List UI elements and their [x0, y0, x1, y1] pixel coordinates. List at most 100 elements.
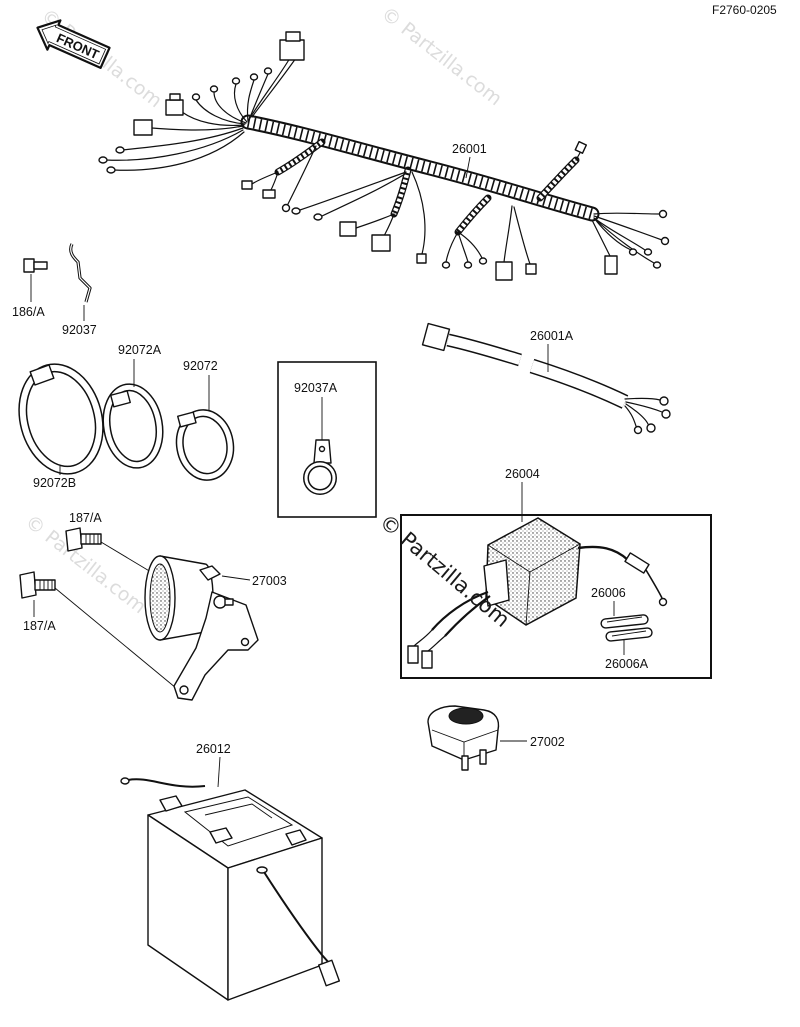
bolt-thread [39, 580, 53, 590]
regulator-wire [413, 629, 433, 647]
part-number-label: 92037 [62, 323, 97, 337]
battery-lead-connector [317, 959, 341, 987]
bolt-shank [33, 261, 48, 270]
harness-wire [513, 206, 531, 265]
sub-harness-26001A: 26001A [421, 322, 671, 435]
clip-92037: 92037 [62, 243, 97, 337]
fuse-element [606, 616, 643, 623]
harness-terminal [643, 248, 653, 256]
band-outline [18, 363, 104, 475]
bolt-shank [34, 579, 56, 591]
ring-terminal [633, 425, 643, 435]
wiring-harness-26001: 26001 [98, 31, 670, 281]
watermark: © Partzilla.com [377, 3, 506, 111]
band-92072B: 92072B [18, 363, 104, 490]
ring-terminal [661, 409, 671, 419]
part-number-label: 92072A [118, 343, 162, 357]
battery-cap [256, 866, 268, 874]
sub-harness-wire [624, 405, 637, 427]
horn-27003: 27003 [144, 555, 287, 701]
harness-terminal [463, 261, 473, 269]
harness-wire [248, 73, 269, 121]
harness-connector [416, 253, 427, 264]
bracket-hole [179, 685, 189, 695]
harness-wire [251, 57, 297, 118]
regulator-connector [421, 650, 433, 669]
front-arrow-inner [41, 24, 107, 65]
harness-terminal [98, 156, 108, 164]
band-buckle [177, 411, 197, 428]
bolt-head [65, 527, 83, 552]
leader-line [217, 756, 221, 788]
sub-harness-connector [421, 322, 451, 352]
harness-terminal [660, 236, 670, 246]
horn-face [149, 563, 171, 633]
harness-wire [213, 91, 247, 124]
harness-terminal [115, 146, 125, 154]
ring-terminal [658, 597, 668, 607]
horn-terminal [199, 565, 221, 581]
harness-wire [195, 99, 246, 125]
regulator-wire [427, 635, 446, 652]
harness-wire [233, 83, 248, 123]
harness-wire [445, 231, 459, 263]
bolt-187A-upper: 187/A [65, 511, 157, 576]
part-number-label: 187/A [23, 619, 56, 633]
watermark: © Partzilla.com [21, 511, 150, 619]
harness-wire [593, 212, 661, 215]
harness-wire [105, 129, 244, 161]
battery-vent-tube [127, 778, 206, 788]
harness-wire [181, 111, 245, 127]
harness-wire [593, 217, 655, 264]
switch-pin [461, 755, 469, 771]
harness-terminal [106, 166, 116, 174]
harness-connector [495, 261, 513, 281]
ring-terminal [659, 396, 669, 406]
diagram-code-label: F2760-0205 [712, 3, 777, 17]
band-fill [104, 384, 162, 468]
battery-terminal [285, 829, 307, 846]
regulator-wire [577, 545, 629, 561]
switch-dome [448, 707, 484, 725]
regulator-connector [407, 645, 419, 664]
harness-terminal [441, 261, 451, 269]
harness-connector [169, 93, 181, 101]
band-fill [177, 410, 233, 480]
part-number-label: 187/A [69, 511, 102, 525]
harness-terminal [191, 93, 201, 101]
harness-wire [151, 125, 244, 131]
fuse-element [611, 630, 647, 637]
part-number-label: 26006 [591, 586, 626, 600]
front-arrow-outline [36, 19, 111, 69]
part-number-label: 92037A [294, 381, 338, 395]
harness-connector [241, 180, 253, 190]
harness-wire [246, 79, 255, 122]
leader-line [221, 575, 251, 581]
harness-terminal [231, 77, 241, 85]
harness-connector [165, 99, 184, 116]
harness-wire [457, 231, 483, 259]
part-number-label: 92072 [183, 359, 218, 373]
harness-connector [279, 39, 305, 61]
harness-terminal [263, 67, 273, 75]
band-92072: 92072 [175, 359, 235, 481]
harness-connector [339, 221, 357, 237]
harness-branch-fill [391, 169, 411, 215]
harness-wire [593, 215, 663, 241]
bolt-shank [80, 533, 102, 545]
harness-wire [299, 171, 407, 211]
regulator-wire [645, 569, 663, 599]
harness-connector [371, 234, 391, 252]
part-number-label: 26001A [530, 329, 574, 343]
harness-branch-fill [538, 158, 578, 200]
bracket-hole [240, 637, 250, 647]
clamp-loop-fill [304, 462, 336, 494]
harness-wire [355, 213, 395, 229]
callout-box [400, 514, 712, 679]
leader-line [465, 156, 471, 179]
harness-connector [574, 140, 588, 154]
harness-terminal [313, 213, 323, 221]
clip-wire [69, 243, 92, 303]
bolt-thread [85, 534, 99, 544]
